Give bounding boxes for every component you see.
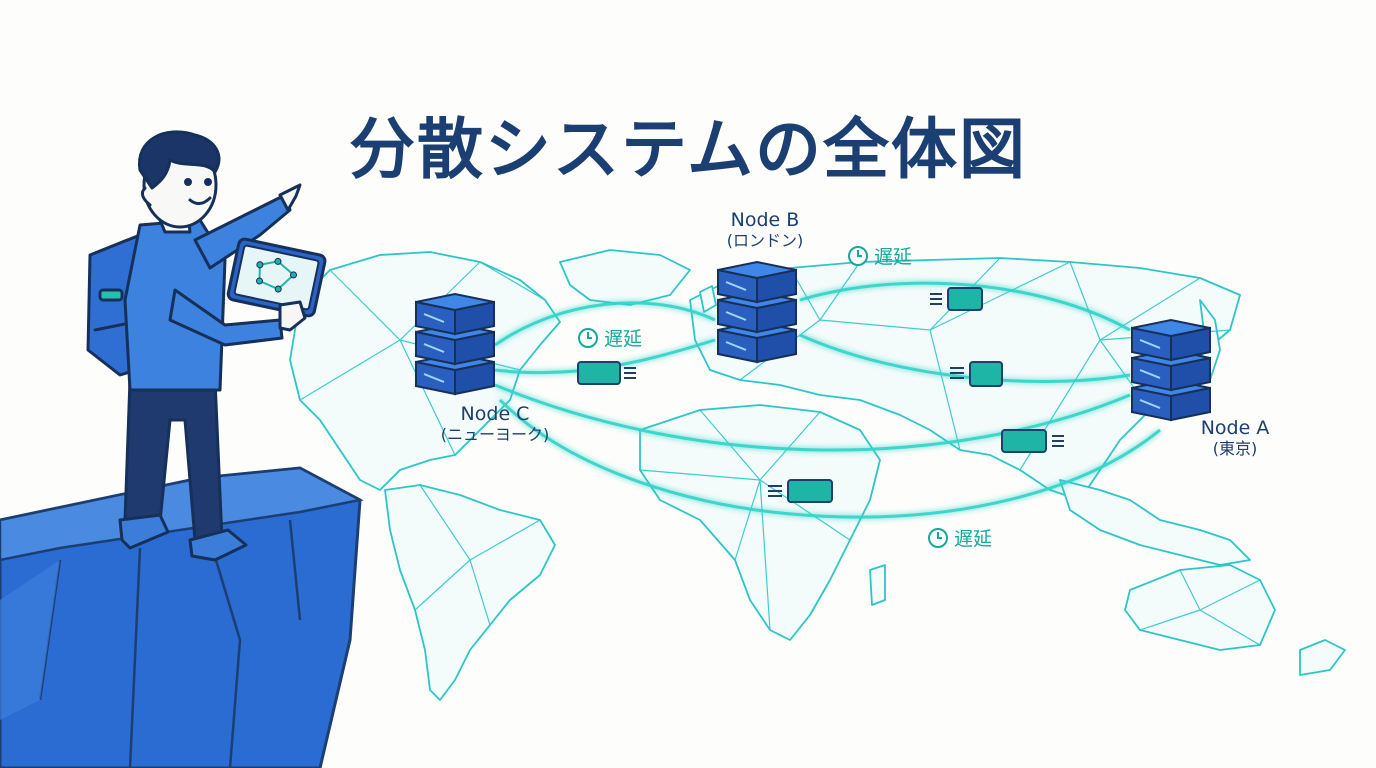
- clock-icon: [578, 327, 598, 348]
- clock-icon: [848, 245, 868, 266]
- node-c-label: Node C (ニューヨーク): [420, 403, 570, 444]
- latency-text: 遅延: [954, 528, 993, 550]
- node-c-city: (ニューヨーク): [440, 424, 550, 444]
- packet-c-a: [1001, 429, 1064, 453]
- packet-c-b: [577, 361, 636, 385]
- node-a-label: Node A (東京): [1180, 417, 1290, 458]
- person-illustration: [86, 130, 327, 562]
- latency-text: 遅延: [604, 328, 643, 350]
- greenland: [559, 249, 691, 306]
- europe-asia: [689, 257, 1241, 501]
- south-america: [384, 484, 556, 701]
- southeast-asia: [1059, 479, 1251, 566]
- server-unit: [717, 260, 797, 304]
- link-b-a-2: [799, 333, 1131, 383]
- server-unit: [415, 292, 495, 336]
- africa: [639, 404, 881, 641]
- cliff: [0, 466, 364, 768]
- node-a-name: Node A: [1200, 417, 1270, 439]
- node-b-name: Node B: [730, 209, 800, 231]
- server-node-b: [717, 260, 797, 364]
- packet-b-a-2: [950, 361, 1003, 387]
- latency-label-b-a: 遅延: [848, 242, 912, 269]
- packet-b-a: [930, 287, 983, 311]
- connections: [494, 281, 1161, 519]
- link-c-a-2: [498, 398, 1161, 519]
- server-unit: [1131, 318, 1211, 362]
- node-c-name: Node C: [460, 403, 530, 425]
- latency-label-c-b: 遅延: [578, 324, 642, 351]
- link-b-a: [799, 281, 1131, 332]
- new-zealand: [1299, 639, 1346, 676]
- diagram-title: 分散システムの全体図: [348, 111, 1028, 189]
- link-c-b: [494, 301, 716, 347]
- latency-label-c-a: 遅延: [928, 524, 992, 551]
- server-node-a: [1131, 318, 1211, 422]
- latency-text: 遅延: [874, 246, 913, 268]
- node-b-label: Node B (ロンドン): [700, 209, 830, 250]
- madagascar: [869, 564, 886, 606]
- clock-icon: [928, 527, 948, 548]
- node-b-city: (ロンドン): [726, 230, 804, 250]
- uk: [699, 285, 717, 313]
- link-c-a: [494, 383, 1131, 452]
- australia: [1124, 564, 1276, 651]
- node-a-city: (東京): [1212, 438, 1258, 458]
- packet-c-a-2: [768, 479, 833, 503]
- map-mesh: [299, 257, 1261, 646]
- server-node-c: [415, 292, 495, 396]
- data-packets: [577, 287, 1064, 503]
